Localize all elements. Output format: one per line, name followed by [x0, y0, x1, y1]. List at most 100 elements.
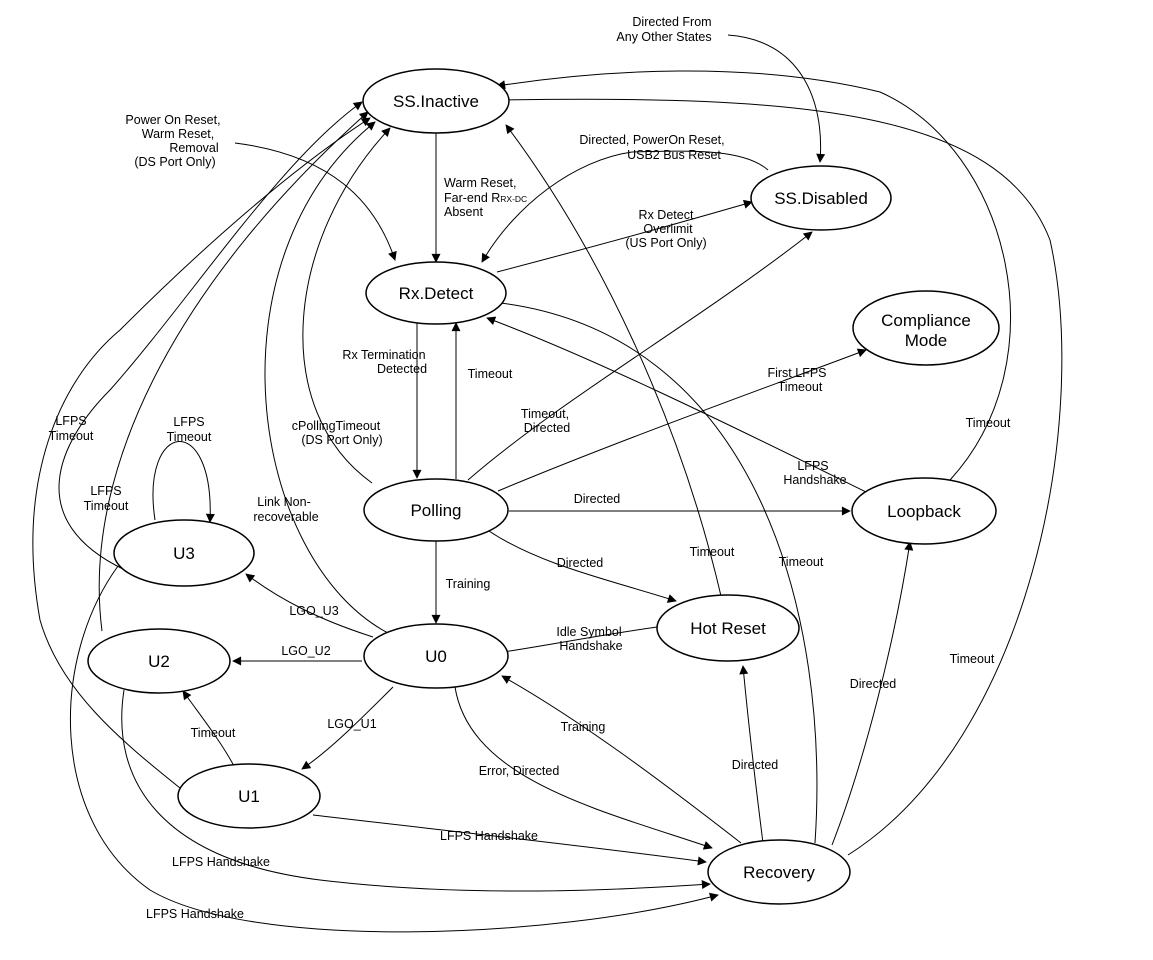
- label-directed-poweron-1: Directed, PowerOn Reset,: [579, 133, 724, 147]
- label-directed-from-2: Any Other States: [616, 30, 711, 44]
- edge-recovery-to-u0: [501, 675, 742, 844]
- state-u3: U3: [113, 519, 255, 587]
- label-rx-term-2: Detected: [377, 362, 427, 376]
- edge-u0-to-inactive: [264, 121, 389, 634]
- edge-u0-to-recovery: [454, 686, 713, 850]
- label-lfps-handshake-u3: LFPS Handshake: [146, 907, 244, 921]
- label-link-nonrec-1: Link Non-: [257, 495, 311, 509]
- label-lfps-handshake-loop-2: Handshake: [783, 473, 846, 487]
- label-lfps-timeout-u2-2: Timeout: [84, 499, 129, 513]
- edge-u3-to-recovery: [69, 565, 719, 933]
- label-rx-term-1: Rx Termination: [342, 348, 425, 362]
- state-polling-label: Polling: [410, 501, 461, 520]
- label-warm-reset-2-sub: RX-DC: [500, 194, 527, 204]
- edge-hotreset-to-inactive: [505, 124, 722, 597]
- label-timeout-recovery-inactive: Timeout: [950, 652, 995, 666]
- label-warm-reset-3: Absent: [444, 205, 483, 219]
- label-timeout-directed-2: Directed: [524, 421, 571, 435]
- label-timeout-recovery-rx: Timeout: [779, 555, 824, 569]
- state-u1-label: U1: [238, 787, 260, 806]
- edge-recovery-to-rxdetect: [491, 298, 818, 844]
- state-compliance-label-2: Mode: [905, 331, 948, 350]
- state-u0-label: U0: [425, 647, 447, 666]
- state-hot-reset-label: Hot Reset: [690, 619, 766, 638]
- label-lgo-u2: LGO_U2: [281, 644, 330, 658]
- label-warm-reset-1: Warm Reset,: [444, 176, 516, 190]
- state-compliance-label-1: Compliance: [881, 311, 971, 330]
- label-warm-reset-2: Far-end RRX-DC: [444, 191, 527, 205]
- label-lfps-handshake-u1: LFPS Handshake: [440, 829, 538, 843]
- edge-u1-to-inactive: [32, 117, 371, 789]
- state-polling: Polling: [363, 478, 509, 542]
- edge-any-to-disabled: [727, 34, 826, 163]
- transition-arrows: [32, 34, 1063, 933]
- state-compliance-mode: Compliance Mode: [852, 290, 1000, 366]
- edge-polling-to-compliance: [497, 348, 867, 492]
- label-training-recovery-u0: Training: [561, 720, 606, 734]
- label-lfps-handshake-u2: LFPS Handshake: [172, 855, 270, 869]
- edge-polling-to-hotreset: [488, 530, 677, 603]
- label-poweron-3: Removal: [169, 141, 218, 155]
- label-lfps-timeout-u3-2: Timeout: [167, 430, 212, 444]
- state-recovery-label: Recovery: [743, 863, 815, 882]
- label-directed-polling-hot: Directed: [557, 556, 604, 570]
- label-lgo-u3: LGO_U3: [289, 604, 338, 618]
- edge-u1-to-u2: [182, 690, 235, 767]
- edge-u3-self-loop: [152, 441, 215, 523]
- edge-disabled-to-rxdetect: [481, 150, 769, 263]
- state-ss-disabled-label: SS.Disabled: [774, 189, 868, 208]
- label-lfps-timeout-u3-1: LFPS: [173, 415, 204, 429]
- edge-u1-to-recovery: [312, 814, 707, 866]
- edge-recovery-to-inactive: [497, 95, 1063, 856]
- label-idle-symbol-2: Handshake: [559, 639, 622, 653]
- label-first-lfps-1: First LFPS: [767, 366, 826, 380]
- state-recovery: Recovery: [707, 839, 851, 905]
- state-u2: U2: [87, 628, 231, 694]
- edge-u2-to-inactive: [98, 111, 369, 632]
- state-rx-detect: Rx.Detect: [365, 261, 507, 325]
- label-training-polling-u0: Training: [446, 577, 491, 591]
- label-first-lfps-2: Timeout: [778, 380, 823, 394]
- state-ss-disabled: SS.Disabled: [750, 165, 892, 231]
- label-cpolling-2: (DS Port Only): [301, 433, 382, 447]
- state-u1: U1: [177, 763, 321, 829]
- label-directed-recovery-hot: Directed: [732, 758, 779, 772]
- label-lgo-u1: LGO_U1: [327, 717, 376, 731]
- label-lfps-timeout-u2-1: LFPS: [90, 484, 121, 498]
- label-idle-symbol-1: Idle Symbol: [556, 625, 621, 639]
- label-lfps-handshake-loop-1: LFPS: [797, 459, 828, 473]
- edge-poweron-to-rxdetect: [234, 142, 397, 261]
- edge-recovery-to-loopback: [831, 541, 914, 846]
- edge-recovery-to-hotreset: [739, 665, 764, 844]
- transition-labels: Directed From Any Other States Power On …: [49, 15, 1011, 921]
- label-lfps-timeout-left-2: Timeout: [49, 429, 94, 443]
- label-poweron-4: (DS Port Only): [134, 155, 215, 169]
- label-timeout-loopback: Timeout: [966, 416, 1011, 430]
- edge-u2-to-recovery: [121, 689, 711, 892]
- label-poweron-2: Warm Reset,: [142, 127, 214, 141]
- edge-u0-to-u3: [245, 573, 374, 638]
- edge-hotreset-to-u0: [496, 626, 658, 657]
- label-warm-reset-2-prefix: Far-end R: [444, 191, 500, 205]
- edge-loopback-to-rxdetect: [486, 316, 867, 493]
- state-u0: U0: [363, 623, 509, 689]
- label-link-nonrec-2: recoverable: [253, 510, 318, 524]
- state-ss-inactive-label: SS.Inactive: [393, 92, 479, 111]
- edge-u3-to-inactive: [58, 101, 363, 571]
- label-rx-overlimit-3: (US Port Only): [625, 236, 706, 250]
- state-loopback: Loopback: [851, 477, 997, 545]
- label-directed-poweron-2: USB2 Bus Reset: [627, 148, 721, 162]
- label-error-directed: Error, Directed: [479, 764, 560, 778]
- edge-u0-to-u1: [301, 686, 394, 770]
- state-ss-inactive: SS.Inactive: [362, 68, 510, 134]
- edge-polling-to-disabled: [467, 231, 813, 481]
- label-directed-polling-loopback: Directed: [574, 492, 621, 506]
- edge-rxdetect-to-disabled: [496, 199, 753, 273]
- label-poweron-1: Power On Reset,: [125, 113, 220, 127]
- label-timeout-polling-rx: Timeout: [468, 367, 513, 381]
- state-loopback-label: Loopback: [887, 502, 961, 521]
- state-u2-label: U2: [148, 652, 170, 671]
- label-timeout-hot: Timeout: [690, 545, 735, 559]
- label-rx-overlimit-1: Rx Detect: [639, 208, 694, 222]
